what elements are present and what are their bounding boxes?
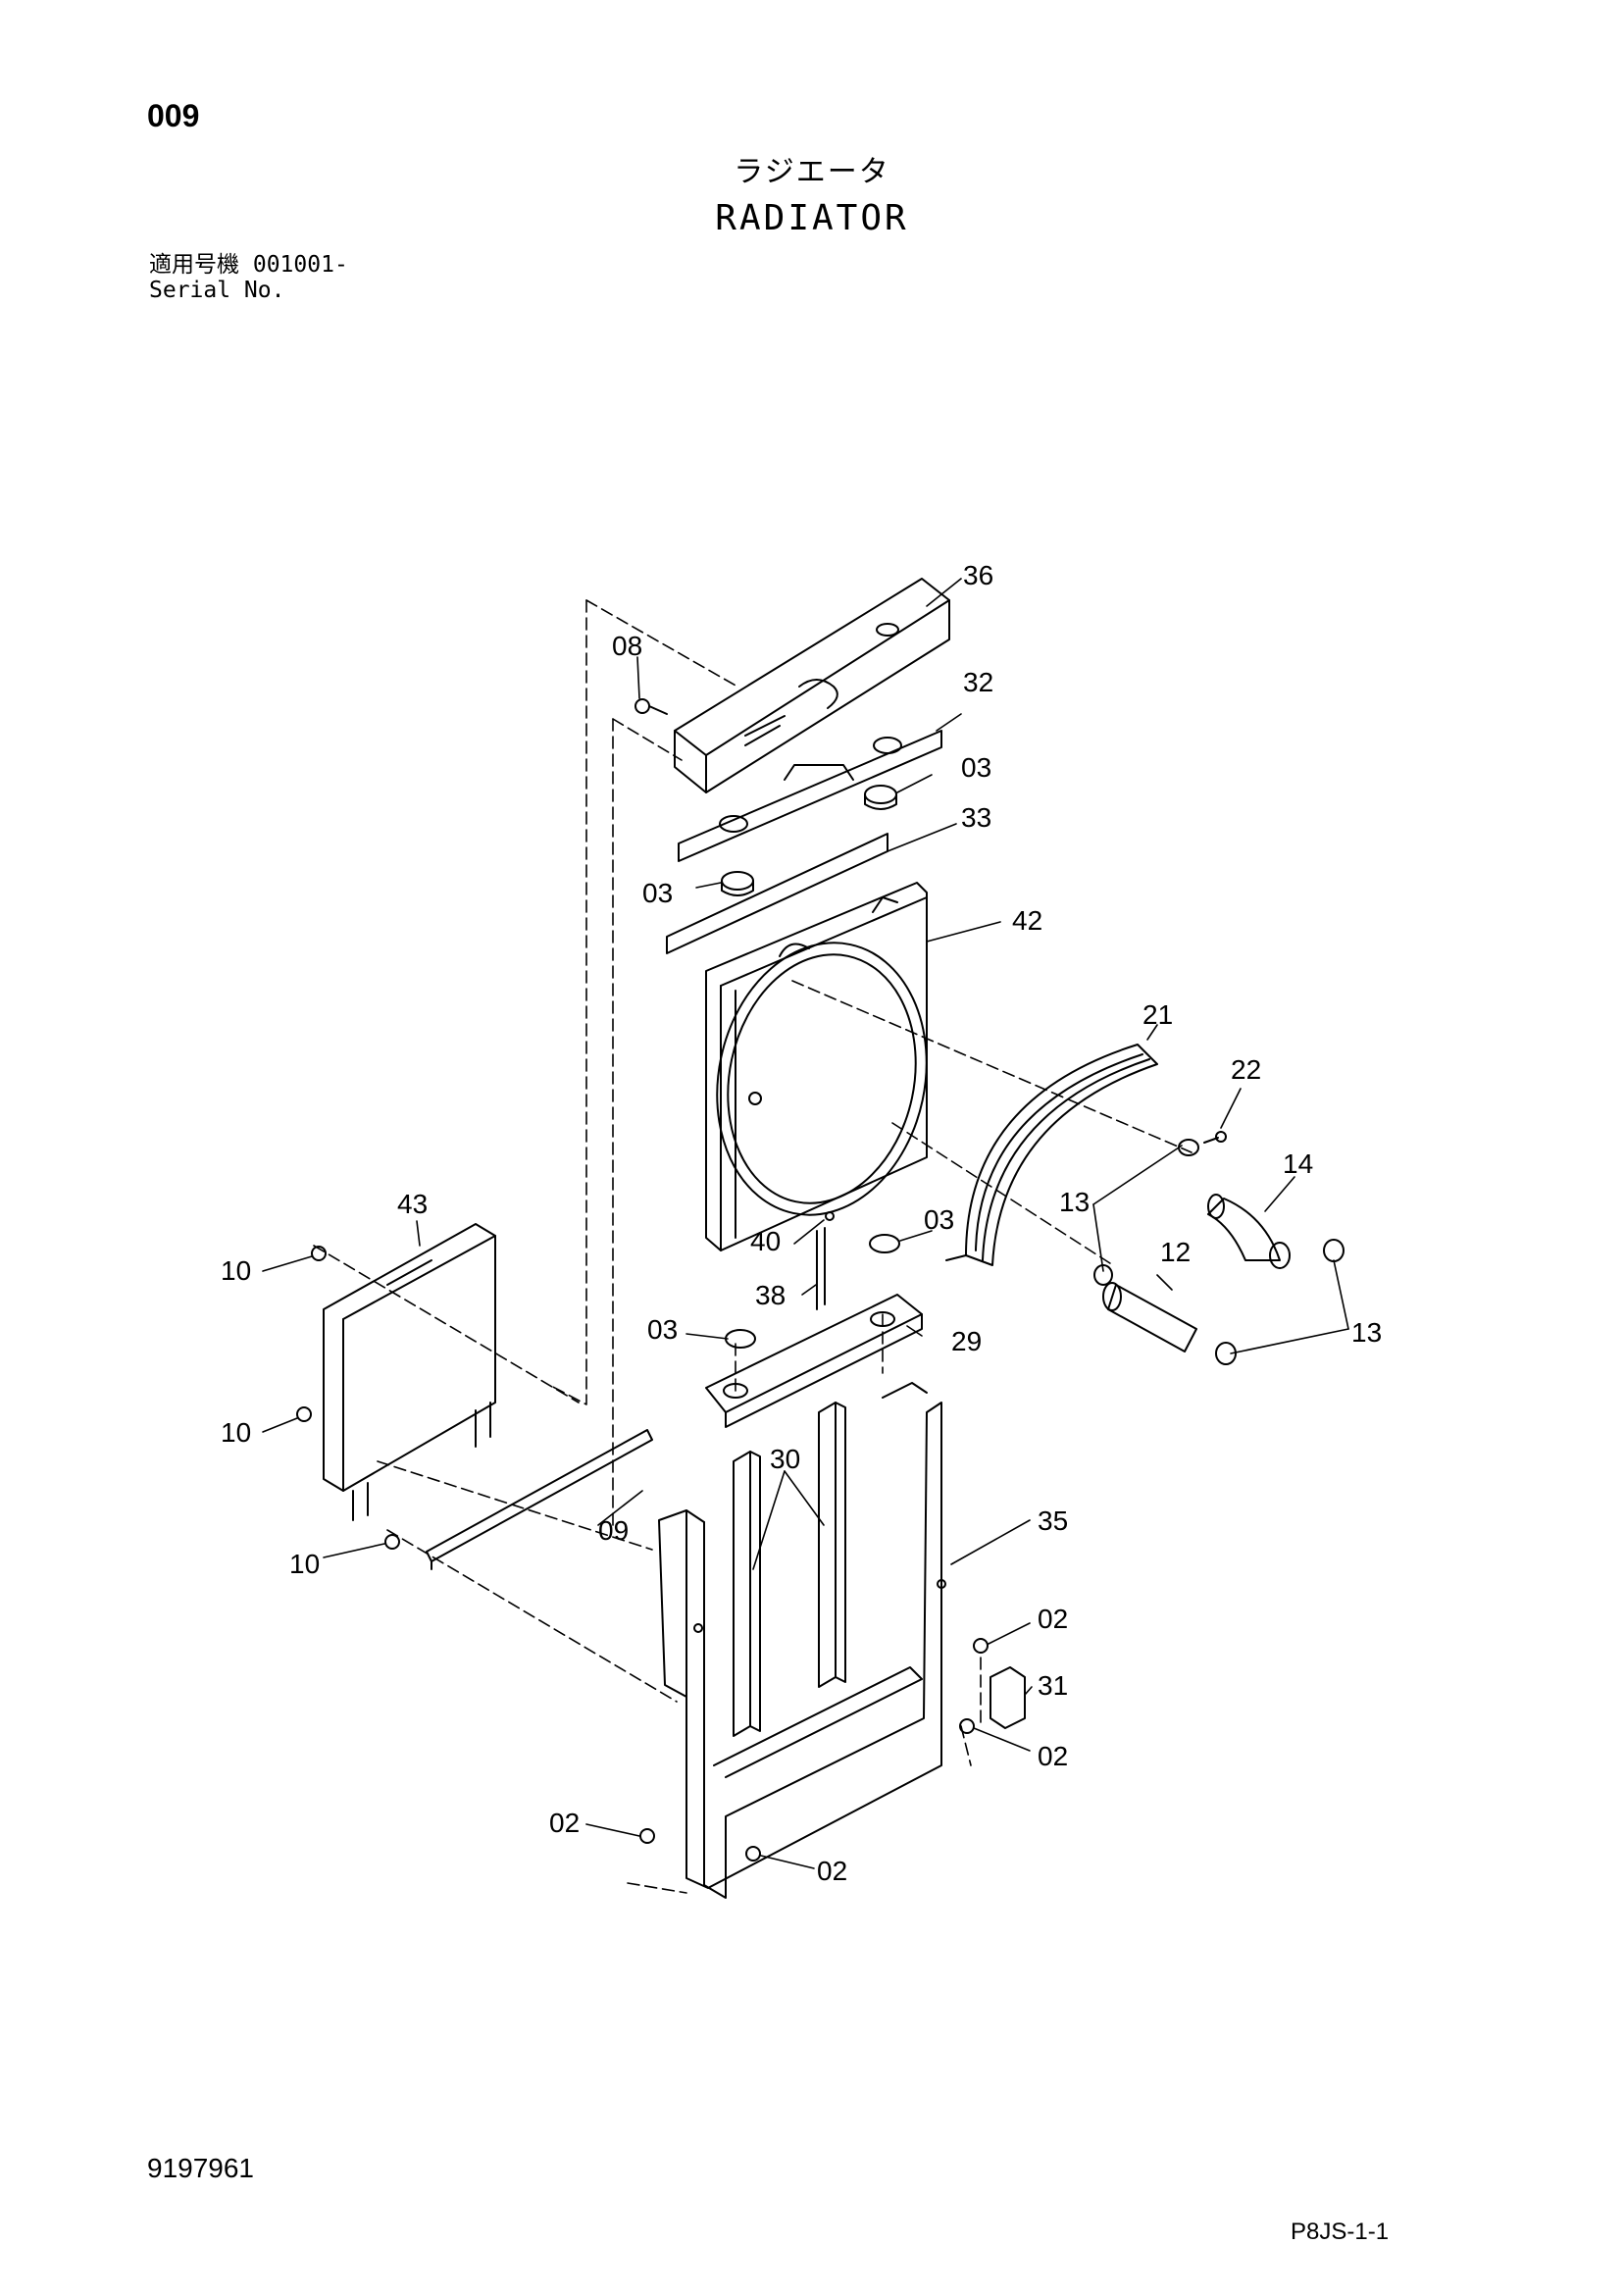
callout-21: 21: [1142, 999, 1173, 1030]
bolts-02: [639, 1638, 989, 1862]
grommets-03-upper: [721, 785, 897, 896]
rod-38: [816, 1211, 835, 1310]
callout-12: 12: [1160, 1237, 1191, 1267]
callout-42: 42: [1012, 905, 1042, 936]
serial-value: 001001-: [252, 252, 348, 278]
callout-38: 38: [755, 1280, 786, 1310]
top-bracket-36: [674, 578, 950, 793]
callout-31: 31: [1038, 1670, 1068, 1701]
callout-36: 36: [963, 560, 993, 590]
bolt-08: [634, 698, 668, 715]
page-title: RADIATOR: [715, 198, 909, 238]
serial-line-jp: 適用号機 001001-: [149, 252, 348, 278]
callout-30: 30: [770, 1444, 800, 1474]
callout-02-a: 02: [1038, 1604, 1068, 1634]
callout-labels: 36 08 32 03 33 03 42 21 22 14 13 12 13 4…: [221, 560, 1382, 1886]
callout-10-b: 10: [221, 1417, 251, 1448]
callout-03-d: 03: [647, 1314, 678, 1345]
callout-35: 35: [1038, 1505, 1068, 1536]
callout-13-b: 13: [1351, 1317, 1382, 1348]
callout-03-a: 03: [961, 752, 991, 783]
upper-hose-14: [1207, 1194, 1291, 1269]
posts-30: [733, 1402, 846, 1737]
callout-29: 29: [951, 1326, 982, 1356]
callout-02-c: 02: [549, 1808, 580, 1838]
serial-info: 適用号機 001001- Serial No.: [149, 252, 348, 303]
lower-hose-12: [1102, 1282, 1197, 1352]
serial-label-en: Serial No.: [149, 278, 285, 303]
serial-label-jp: 適用号機: [149, 252, 239, 278]
callout-43: 43: [397, 1189, 428, 1219]
callout-32: 32: [963, 667, 993, 697]
document-code: 9197961: [147, 2153, 255, 2183]
radiator-42: [705, 882, 928, 1251]
callout-02-b: 02: [1038, 1741, 1068, 1771]
block-31: [990, 1666, 1026, 1729]
fan-guard-21: [945, 1044, 1158, 1266]
plate-32: [678, 730, 942, 862]
bolt-22: [1203, 1131, 1227, 1144]
sheet-reference: P8JS-1-1: [1291, 2219, 1390, 2245]
callout-03-c: 03: [924, 1204, 954, 1235]
callout-13-a: 13: [1059, 1187, 1090, 1217]
base-plate-29: [705, 1294, 923, 1428]
callout-03-b: 03: [642, 878, 673, 908]
callout-40: 40: [750, 1226, 781, 1256]
callout-08: 08: [612, 631, 642, 661]
callout-22: 22: [1231, 1054, 1261, 1085]
oil-cooler-43: [323, 1223, 496, 1521]
bolts-10: [296, 1246, 400, 1550]
page-number: 009: [147, 98, 200, 133]
page-title-japanese: ラジエータ: [734, 155, 890, 189]
callout-10-c: 10: [289, 1549, 320, 1579]
support-bar-09: [426, 1429, 653, 1570]
callout-14: 14: [1283, 1148, 1313, 1179]
leader-lines: [262, 578, 1349, 1869]
frame-35: [658, 1382, 946, 1899]
callout-09: 09: [598, 1515, 629, 1546]
callout-02-d: 02: [817, 1856, 847, 1886]
callout-10-a: 10: [221, 1255, 251, 1286]
callout-33: 33: [961, 802, 991, 833]
